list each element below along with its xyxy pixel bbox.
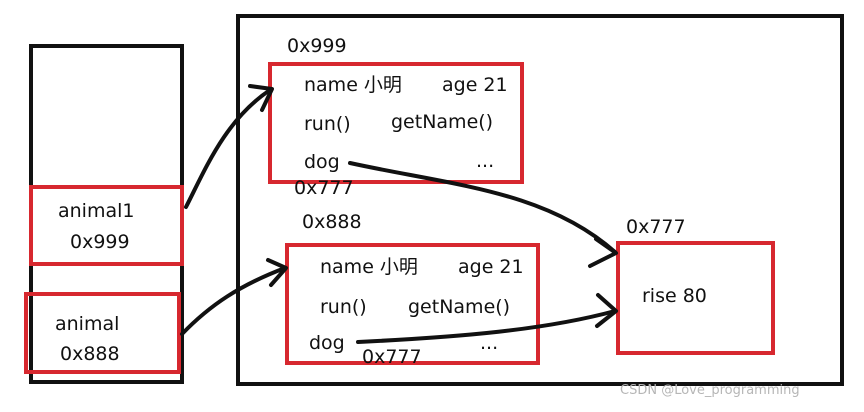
- heap-dog-obj-address: 0x777: [626, 216, 686, 238]
- stack-var-animal1: [29, 185, 184, 266]
- arrow-animal1-to-obj1: [184, 88, 272, 209]
- arrow-obj2-dog-to-dogobj: [356, 309, 617, 344]
- heap-obj2: [285, 243, 540, 365]
- heap-obj2-dog-field: dog: [309, 332, 345, 354]
- heap-obj2-address: 0x888: [302, 211, 362, 233]
- heap-frame: [236, 14, 844, 386]
- heap-obj1-name-field: name 小明: [304, 74, 402, 96]
- arrow-obj1-dog-to-dogobj: [348, 161, 617, 254]
- heap-obj1-dog-field: dog: [304, 151, 340, 173]
- stack-var-animal1-name: animal1: [58, 200, 135, 222]
- heap-obj2-getname-method: getName(): [408, 296, 511, 318]
- stack-var-animal: [24, 292, 181, 374]
- watermark: CSDN @Love_programming: [620, 383, 800, 398]
- heap-obj2-run-method: run(): [320, 296, 367, 318]
- heap-obj1: [268, 62, 524, 184]
- heap-obj2-age-field: age 21: [458, 256, 524, 278]
- arrow-animal-to-obj2-head: [266, 258, 288, 287]
- heap-obj2-name-field: name 小明: [320, 256, 418, 278]
- heap-obj2-ellipsis: ...: [480, 332, 499, 354]
- heap-obj1-dog-ref: 0x777: [294, 177, 354, 199]
- heap-obj1-run-method: run(): [304, 113, 351, 135]
- arrow-obj1-dog-to-dogobj-head: [588, 237, 618, 268]
- stack-var-animal-name: animal: [55, 313, 120, 335]
- arrow-obj2-dog-to-dogobj-head: [595, 293, 618, 328]
- heap-dog-obj: [616, 241, 775, 355]
- heap-obj2-dog-ref: 0x777: [362, 346, 422, 368]
- heap-dog-obj-field: rise 80: [642, 285, 707, 307]
- heap-obj1-address: 0x999: [287, 35, 347, 57]
- arrow-animal1-to-obj1-head: [248, 84, 274, 112]
- arrow-animal-to-obj2: [180, 266, 287, 336]
- heap-obj1-getname-method: getName(): [391, 111, 494, 133]
- heap-obj1-age-field: age 21: [442, 74, 508, 96]
- heap-obj1-ellipsis: ...: [476, 150, 495, 172]
- stack-var-animal1-addr: 0x999: [70, 231, 130, 253]
- stack-var-animal-addr: 0x888: [60, 343, 120, 365]
